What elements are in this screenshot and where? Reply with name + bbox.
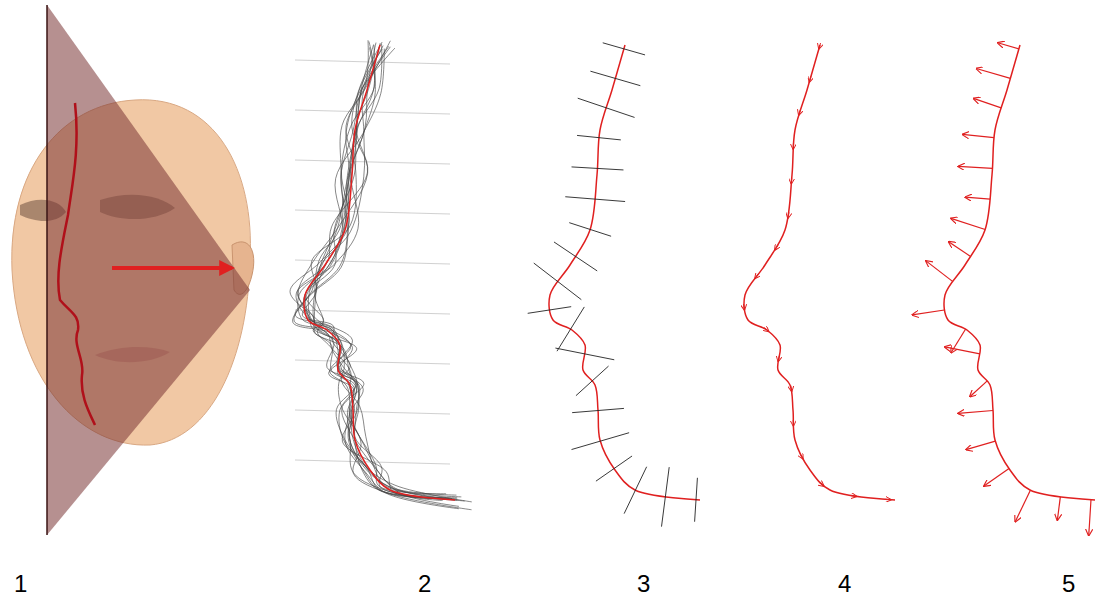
displacement-arrow: [966, 441, 995, 450]
profile-curve: [58, 103, 95, 425]
sample-profile: [296, 44, 465, 501]
normal-tick: [624, 467, 647, 514]
displacement-arrow: [958, 411, 993, 414]
displacement-arrow: [945, 347, 980, 354]
sample-profile: [295, 40, 472, 502]
profile-curve: [944, 45, 1095, 500]
tangent-arrow: [793, 143, 794, 149]
sample-profile: [308, 43, 456, 496]
normal-tick: [596, 456, 632, 481]
displacement-arrow: [976, 69, 1010, 79]
panel-number: 4: [838, 572, 851, 596]
panel-number: 2: [418, 572, 431, 596]
normal-tick: [578, 98, 635, 117]
displacement-arrow: [965, 197, 990, 199]
profile-curve: [744, 45, 895, 500]
panel-number: 5: [1062, 572, 1075, 596]
displacement-arrow: [998, 43, 1019, 49]
displacement-arrow: [970, 381, 987, 397]
tangent-arrow: [851, 495, 857, 497]
displacement-arrow: [973, 98, 1001, 107]
cutting-plane: [47, 5, 250, 535]
tangent-arrow: [788, 212, 789, 218]
panel-number: 1: [14, 572, 27, 596]
sample-profile: [305, 46, 459, 507]
tangent-arrow: [800, 454, 803, 459]
normal-tick: [565, 197, 625, 202]
profile-curve: [549, 45, 700, 500]
displacement-arrow: [958, 166, 992, 168]
tangent-arrow: [793, 420, 794, 426]
displacement-arrow: [912, 310, 944, 315]
panel-number: 3: [637, 572, 650, 596]
normal-tick: [577, 135, 621, 139]
mean-profile: [304, 45, 455, 500]
sample-profile: [306, 45, 458, 498]
sample-profile: [314, 48, 459, 509]
grid-line: [295, 160, 450, 164]
displacement-arrow: [1057, 497, 1060, 520]
grid-line: [295, 410, 450, 414]
sample-profile: [290, 41, 461, 496]
face-panel: [12, 5, 254, 535]
normal-tick: [557, 307, 584, 351]
tangent-arrow: [775, 245, 778, 250]
normal-tick: [528, 307, 571, 314]
normal-tick: [590, 71, 640, 86]
profile-panels: [290, 40, 1095, 535]
displacement-arrow: [962, 134, 993, 137]
displacement-arrow: [984, 469, 1009, 486]
displacement-arrow: [1089, 500, 1091, 536]
sample-profile: [303, 49, 471, 510]
direction-arrow: [112, 266, 232, 270]
tangent-arrow: [778, 356, 779, 362]
normal-tick: [555, 348, 614, 360]
tangent-arrow: [764, 328, 769, 332]
grid-line: [295, 60, 450, 64]
normal-tick: [576, 366, 609, 396]
normal-tick: [534, 263, 582, 300]
grid-line: [295, 460, 450, 464]
grid-line: [295, 260, 450, 264]
normal-tick: [603, 43, 645, 55]
normal-tick: [569, 223, 611, 237]
grid-line: [295, 360, 450, 364]
grid-line: [295, 110, 450, 114]
sample-profile: [293, 47, 458, 500]
tangent-arrow: [755, 274, 759, 279]
normal-tick: [554, 242, 597, 271]
normal-tick: [572, 433, 630, 450]
plane-edge: [46, 5, 48, 535]
tangent-arrow: [743, 304, 745, 310]
displacement-arrow: [1015, 490, 1030, 522]
displacement-arrow: [951, 218, 985, 229]
grid-line: [295, 310, 450, 314]
tangent-arrow: [885, 499, 891, 500]
normal-tick: [572, 167, 624, 170]
displacement-arrow: [926, 261, 953, 281]
tangent-arrow: [799, 109, 801, 115]
tangent-arrow: [790, 385, 792, 391]
grid-line: [295, 210, 450, 214]
sample-profile: [313, 49, 443, 500]
normal-tick: [572, 408, 624, 412]
tangent-arrow: [819, 482, 824, 486]
tangent-arrow: [809, 76, 811, 82]
normal-tick: [695, 478, 698, 522]
tangent-arrow: [791, 178, 792, 184]
sample-profile: [315, 47, 443, 498]
tangent-arrow: [819, 43, 821, 49]
normal-tick: [662, 467, 670, 527]
displacement-arrow: [949, 242, 971, 257]
